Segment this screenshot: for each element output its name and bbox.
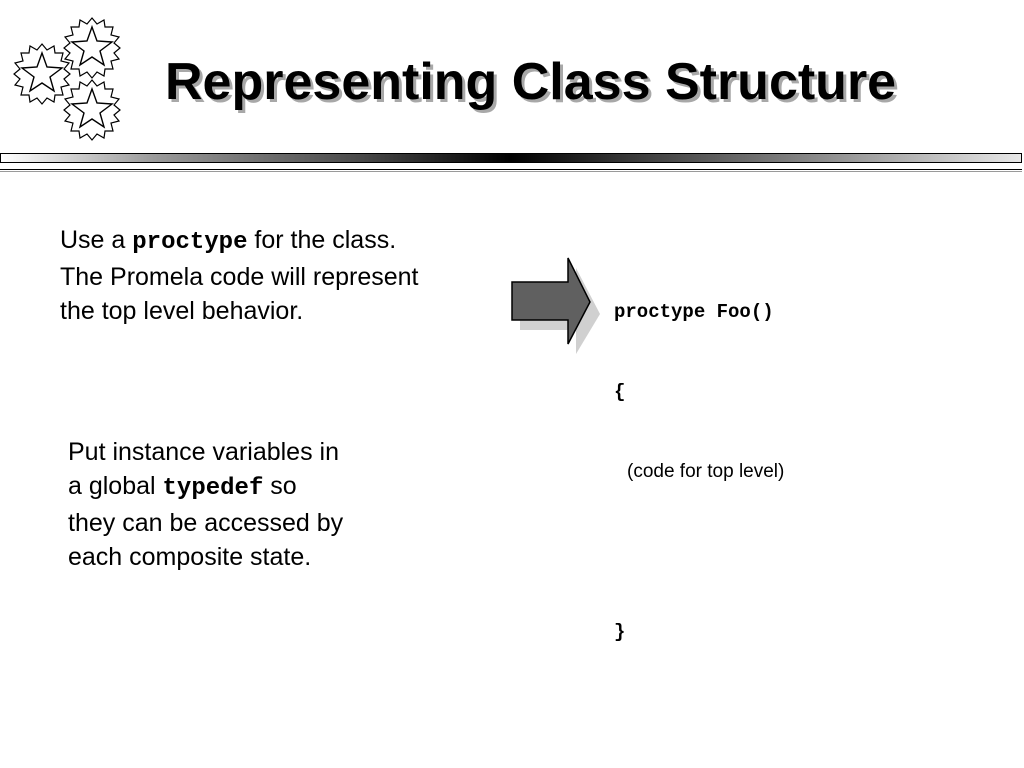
arrow-body bbox=[511, 257, 591, 345]
code-line-blank bbox=[614, 539, 784, 566]
typedef-keyword: typedef bbox=[162, 475, 264, 502]
proctype-paragraph: Use a proctype for the class. The Promel… bbox=[60, 223, 500, 328]
title-container: Representing Class Structure bbox=[165, 50, 896, 114]
code-line-close-brace: } bbox=[614, 621, 626, 643]
code-line-open-brace: { bbox=[614, 381, 626, 403]
text-segment: for the class. bbox=[247, 226, 397, 254]
typedef-paragraph: Put instance variables in a global typed… bbox=[68, 435, 408, 574]
text-segment: a global bbox=[68, 472, 163, 500]
proctype-keyword: proctype bbox=[132, 229, 248, 256]
proctype-paragraph-line3: the top level behavior. bbox=[60, 297, 304, 325]
text-segment: Use a bbox=[60, 226, 133, 254]
code-line-placeholder: (code for top level) bbox=[627, 461, 785, 482]
slide-title: Representing Class Structure bbox=[165, 53, 897, 111]
right-arrow-icon bbox=[511, 257, 600, 354]
title-divider-bar bbox=[0, 153, 1022, 163]
code-line-signature: proctype Foo() bbox=[614, 301, 774, 323]
typedef-paragraph-line4: each composite state. bbox=[68, 543, 312, 571]
typedef-paragraph-line2: a global typedef so bbox=[68, 469, 408, 506]
typedef-paragraph-line1: Put instance variables in bbox=[68, 438, 339, 466]
typedef-paragraph-line3: they can be accessed by bbox=[68, 509, 344, 537]
title-divider-line bbox=[0, 169, 1022, 172]
text-segment: so bbox=[263, 472, 297, 500]
stars-icon bbox=[13, 17, 121, 141]
proctype-paragraph-line2: The Promela code will represent bbox=[60, 263, 419, 291]
proctype-paragraph-line1: Use a proctype for the class. bbox=[60, 223, 500, 260]
code-block: proctype Foo() { (code for top level) } bbox=[614, 246, 784, 673]
